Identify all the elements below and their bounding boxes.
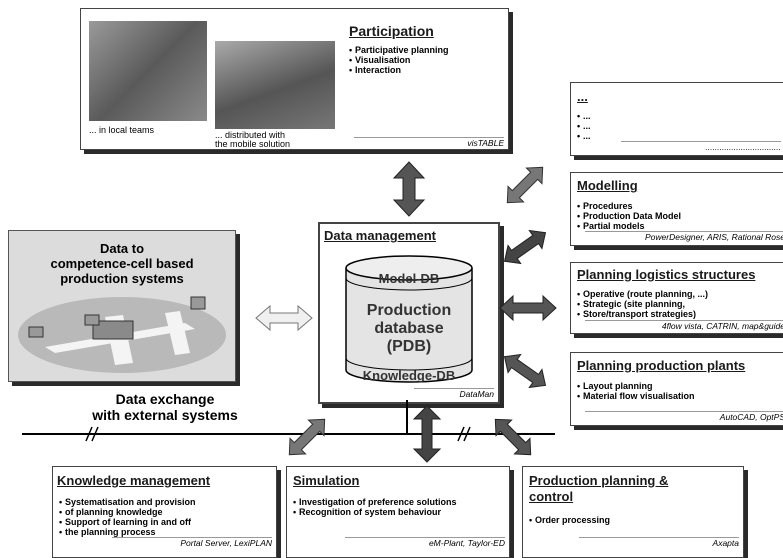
arrow-logistics	[499, 294, 557, 322]
simulation-list: Investigation of preference solutions Re…	[293, 497, 457, 517]
arrow-placeholder	[506, 166, 544, 204]
modelling-list: Procedures Production Data Model Partial…	[577, 201, 681, 231]
list-item: Participative planning	[349, 45, 449, 55]
data-management-tool: DataMan	[414, 388, 494, 399]
list-item: Recognition of system behaviour	[293, 507, 457, 517]
list-item: Systematisation and provision	[59, 497, 196, 507]
caption-local: ... in local teams	[89, 125, 155, 135]
list-item: Partial models	[577, 221, 681, 231]
arrow-knowledge	[288, 418, 326, 456]
data-management-box: Data management Model-DB Production data…	[318, 222, 500, 404]
competence-line-2: competence-cell based	[50, 256, 194, 271]
list-item: Procedures	[577, 201, 681, 211]
pdb-line-3: (PDB)	[386, 338, 432, 355]
database-cylinder	[345, 255, 473, 383]
arrow-simulation	[412, 405, 442, 463]
logistics-box: Planning logistics structures Operative …	[570, 262, 783, 334]
participation-list: Participative planning Visualisation Int…	[349, 45, 449, 75]
list-item: Order processing	[529, 515, 610, 525]
simulation-tool: eM-Plant, Taylor-ED	[345, 537, 505, 548]
arrow-plants	[503, 353, 547, 389]
ppc-list: Order processing	[529, 515, 610, 525]
ppc-tool: Axapta	[579, 537, 739, 548]
plants-title: Planning production plants	[577, 358, 746, 373]
list-item: Investigation of preference solutions	[293, 497, 457, 507]
placeholder-box: ... ... ... ... ........................…	[570, 82, 783, 156]
arrow-participation	[392, 161, 426, 217]
list-item: Material flow visualisation	[577, 391, 695, 401]
modelling-box: Modelling Procedures Production Data Mod…	[570, 172, 783, 246]
placeholder-tool: ................................	[621, 141, 781, 152]
list-item: Store/transport strategies)	[577, 309, 708, 319]
participation-box: ... in local teams ... distributed with …	[80, 8, 509, 150]
plants-box: Planning production plants Layout planni…	[570, 352, 783, 426]
mobile-solution-photo	[215, 41, 335, 129]
list-item: the planning process	[59, 527, 196, 537]
participation-title: Participation	[349, 23, 434, 39]
list-item: Strategic (site planning,	[577, 299, 708, 309]
model-db-label: Model-DB	[378, 271, 440, 286]
competence-line-1: Data to	[99, 241, 145, 256]
exchange-line-1: Data exchange	[115, 391, 215, 407]
caption-mobile-2: the mobile solution	[215, 139, 291, 149]
list-item: Support of learning in and off	[59, 517, 196, 527]
placeholder-list: ... ... ...	[577, 111, 591, 141]
simulation-title: Simulation	[293, 473, 360, 488]
data-management-title: Data management	[324, 228, 436, 243]
list-item: Layout planning	[577, 381, 695, 391]
arrow-competence	[255, 304, 313, 332]
local-team-photo	[89, 21, 207, 121]
exchange-line-2: with external systems	[92, 407, 238, 423]
list-item: ...	[577, 111, 591, 121]
caption-mobile-1: ... distributed with	[215, 130, 286, 140]
arrow-modelling	[503, 229, 547, 265]
plants-tool: AutoCAD, OptPS	[585, 411, 783, 422]
list-item: Visualisation	[349, 55, 449, 65]
list-item: Operative (route planning, ...)	[577, 289, 708, 299]
logistics-list: Operative (route planning, ...) Strategi…	[577, 289, 708, 319]
participation-tool: visTABLE	[354, 137, 504, 148]
knowledge-db-label: Knowledge-DB	[362, 368, 456, 383]
knowledge-title: Knowledge management	[57, 473, 211, 488]
ppc-box: Production planning & control Order proc…	[522, 466, 744, 558]
list-item: ...	[577, 121, 591, 131]
competence-line-3: production systems	[60, 271, 184, 286]
list-item: Production Data Model	[577, 211, 681, 221]
list-item: of planning knowledge	[59, 507, 196, 517]
competence-panel: Data to competence-cell based production…	[8, 230, 236, 382]
list-item: ...	[577, 131, 591, 141]
knowledge-list: Systematisation and provision of plannin…	[59, 497, 196, 537]
simulation-box: Simulation Investigation of preference s…	[286, 466, 510, 558]
logistics-title: Planning logistics structures	[577, 267, 756, 282]
placeholder-title: ...	[577, 89, 588, 104]
factory-layout-illustration	[18, 296, 226, 373]
arrow-ppc	[494, 418, 532, 456]
modelling-tool: PowerDesigner, ARIS, Rational Rose	[585, 231, 783, 242]
knowledge-box: Knowledge management Systematisation and…	[52, 466, 277, 558]
pdb-line-1: Production	[366, 302, 452, 319]
logistics-tool: 4flow vista, CATRIN, map&guide	[585, 320, 783, 331]
modelling-title: Modelling	[577, 178, 638, 193]
list-item: Interaction	[349, 65, 449, 75]
plants-list: Layout planning Material flow visualisat…	[577, 381, 695, 401]
ppc-title-1: Production planning &	[529, 473, 669, 488]
ppc-title-2: control	[529, 489, 574, 504]
pdb-line-2: database	[374, 320, 444, 337]
knowledge-tool: Portal Server, LexiPLAN	[112, 537, 272, 548]
